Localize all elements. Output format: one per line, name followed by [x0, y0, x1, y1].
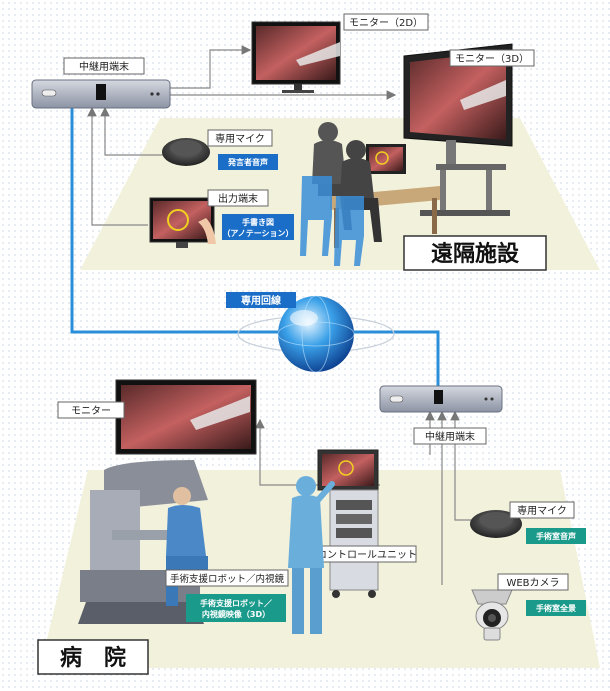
- remote-relay-terminal: [31, 79, 171, 109]
- output-terminal: [149, 197, 216, 248]
- network-label: 専用回線: [241, 294, 281, 307]
- robot-tag-line1: 手術支援ロボット／: [200, 598, 272, 608]
- control-unit-label: 3Dコントロールユニット: [303, 550, 417, 561]
- monitor-2d: [251, 21, 341, 93]
- remote-title: 遠隔施設: [431, 241, 520, 267]
- hospital-mic-label: 専用マイク: [517, 505, 567, 517]
- output-terminal-label: 出力端末: [218, 192, 258, 205]
- hospital-relay-label: 中継用端末: [425, 430, 475, 443]
- hospital-relay-terminal: [379, 385, 503, 413]
- hospital-monitor: [115, 379, 257, 455]
- remote-relay-label: 中継用端末: [79, 60, 129, 73]
- control-unit: [317, 449, 379, 598]
- surgical-robot: [78, 460, 208, 624]
- dedicated-line-path: [70, 108, 440, 390]
- remote-desk-people: [300, 122, 440, 266]
- monitor-3d-label: モニター（3D）: [455, 53, 529, 65]
- camera-icon: [471, 589, 513, 641]
- remote-microphone: [162, 138, 210, 166]
- hospital-microphone: [470, 510, 522, 538]
- globe-icon: [237, 295, 395, 373]
- hospital-mic-tag: 手術室音声: [536, 531, 576, 541]
- annotation-tag-line2: （アノテーション）: [222, 228, 293, 238]
- robot-tag-line2: 内視鏡映像（3D）: [202, 609, 270, 619]
- monitor-3d: [403, 43, 513, 216]
- remote-mic-label: 専用マイク: [215, 133, 265, 145]
- standing-doctor: [288, 476, 335, 634]
- camera-label: WEBカメラ: [506, 577, 559, 589]
- remote-mic-tag: 発言者音声: [227, 157, 268, 167]
- camera-tag: 手術室全景: [536, 603, 576, 613]
- annotation-tag-line1: 手書き図: [242, 217, 274, 227]
- robot-label: 手術支援ロボット／内視鏡: [170, 573, 285, 585]
- hospital-monitor-label: モニター: [71, 405, 111, 417]
- hospital-title: 病 院: [60, 645, 126, 671]
- monitor-2d-label: モニター（2D）: [349, 17, 423, 29]
